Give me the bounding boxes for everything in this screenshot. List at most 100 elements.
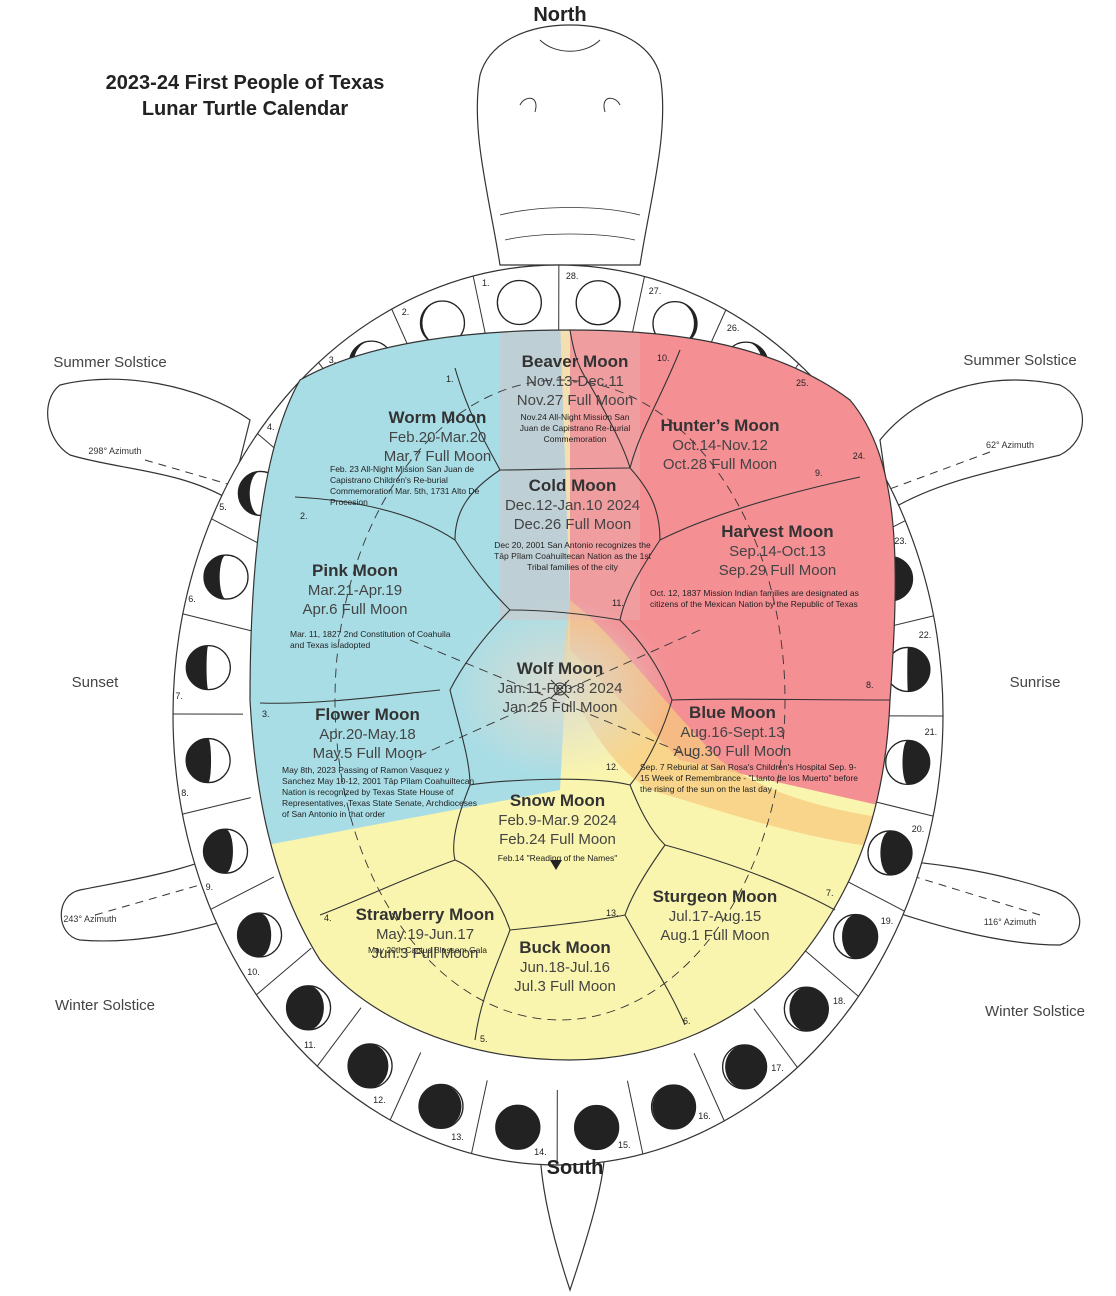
moon-phase-icon-9 [202,828,249,874]
snow-moon-full: Feb.24 Full Moon [499,831,616,848]
moon-phase-icon-8 [185,737,231,784]
scute-number-13: 13. [606,908,619,918]
turtle-tail [539,1144,606,1292]
title-line-2: Lunar Turtle Calendar [141,98,349,120]
day-number-4: 4. [266,421,275,432]
scute-number-1: 1. [446,374,454,384]
moon-phase-icon-17 [721,1044,768,1090]
south-label: South [546,1157,604,1179]
sun-symbol-icon [550,679,570,699]
day-number-10: 10. [247,967,260,978]
day-number-2: 2. [401,306,410,317]
wolf-moon-name: Wolf Moon [516,659,604,678]
cold-moon-range: Dec.12-Jan.10 2024 [504,497,641,514]
scute-number-11: 11. [612,598,624,608]
strawberry-moon-name: Strawberry Moon [355,905,495,924]
hunter-s-moon-name: Hunter’s Moon [660,416,780,435]
azimuth-nw: 298° Azimuth [88,446,142,456]
strawberry-moon-full: Jun.3 Full Moon [371,945,479,962]
moon-phase-icon-7 [185,644,231,691]
day-number-22: 22. [918,629,932,640]
harvest-moon-name: Harvest Moon [721,522,834,541]
day-number-21: 21. [924,727,938,738]
day-number-1: 1. [482,278,490,289]
scute-number-6: 6. [683,1016,691,1026]
blue-moon-note: Sep. 7 Reburial at San Rosa's Children's… [640,762,859,794]
scute-number-9: 9. [815,468,823,478]
moon-phase-icon-14 [495,1104,541,1150]
flower-moon-range: Apr.20-May.18 [319,726,416,743]
title-line-1: 2023-24 First People of Texas [105,72,385,94]
day-number-14: 14. [534,1146,547,1157]
day-number-17: 17. [771,1062,784,1073]
winter-solstice-right: Winter Solstice [984,1003,1086,1020]
scute-number-3: 3. [262,709,270,719]
day-number-20: 20. [911,824,925,835]
day-number-24: 24. [852,450,866,461]
north-label: North [533,4,587,26]
scute-number-2: 2. [300,511,308,521]
sturgeon-moon-range: Jul.17-Aug.15 [668,908,762,925]
worm-moon-note: Feb. 23 All-Night Mission San Juan de Ca… [330,464,480,507]
south-arrow-icon [550,860,562,870]
snow-moon-range: Feb.9-Mar.9 2024 [498,812,617,829]
day-number-6: 6. [188,593,196,604]
beaver-moon-note: Nov.24 All-Night Mission San Juan de Cap… [519,412,631,444]
strawberry-moon-note: May 20th Cactus Blossom Gala [367,945,488,955]
worm-moon-full: Mar.7 Full Moon [383,448,492,465]
wolf-moon-range: Jan.11-Feb.8 2024 [497,680,623,697]
beaver-moon-full: Nov.27 Full Moon [516,392,634,409]
turtle-head [476,24,664,266]
moon-phase-icon-11 [285,985,332,1031]
buck-moon-full: Jul.3 Full Moon [514,978,616,995]
flipper-ne [879,379,1083,511]
moon-phase-icon-20 [867,830,913,876]
flower-moon-name: Flower Moon [315,705,420,724]
moon-phase-icon-16 [650,1084,697,1130]
harvest-moon-note: Oct. 12, 1837 Mission Indian families ar… [650,588,859,609]
page-title: 2023-24 First People of Texas Lunar Turt… [70,70,420,122]
beaver-moon-range: Nov.13-Dec.11 [526,373,624,390]
harvest-moon-full: Sep.29 Full Moon [718,562,837,579]
day-number-8: 8. [181,788,189,799]
scute-number-5: 5. [480,1034,488,1044]
harvest-moon-range: Sep.14-Oct.13 [729,543,826,560]
azimuth-ne: 62° Azimuth [985,440,1035,450]
dashed-orbit [334,379,786,1021]
moon-phase-icon-15 [573,1104,620,1151]
hunter-s-moon-range: Oct.14-Nov.12 [672,437,768,454]
pink-moon-range: Mar.21-Apr.19 [307,582,403,599]
winter-solstice-left: Winter Solstice [54,997,156,1014]
moon-phase-icon-1 [496,279,543,326]
moon-phase-icon-28 [575,280,621,326]
scute-number-7: 7. [826,888,834,898]
scute-number-4: 4. [324,913,332,923]
pink-moon-full: Apr.6 Full Moon [302,601,408,618]
moon-phase-icon-13 [418,1083,464,1130]
day-number-13: 13. [451,1131,464,1142]
shell-body [249,329,896,1061]
sturgeon-moon-full: Aug.1 Full Moon [660,927,770,944]
blue-moon-name: Blue Moon [689,703,776,722]
sunset-label: Sunset [71,674,119,691]
sturgeon-moon-name: Sturgeon Moon [652,887,778,906]
day-number-11: 11. [304,1039,316,1050]
day-number-19: 19. [880,915,894,926]
moon-phase-icon-18 [783,986,830,1032]
snow-moon-note: Feb.14 "Reading of the Names" [497,853,618,863]
flipper-nw [47,378,251,501]
day-number-7: 7. [175,690,183,701]
day-number-12: 12. [373,1095,386,1106]
strawberry-moon-range: May.19-Jun.17 [375,926,475,943]
moon-phase-icon-6 [203,554,249,600]
day-number-28: 28. [565,271,579,282]
buck-moon-name: Buck Moon [519,938,611,957]
